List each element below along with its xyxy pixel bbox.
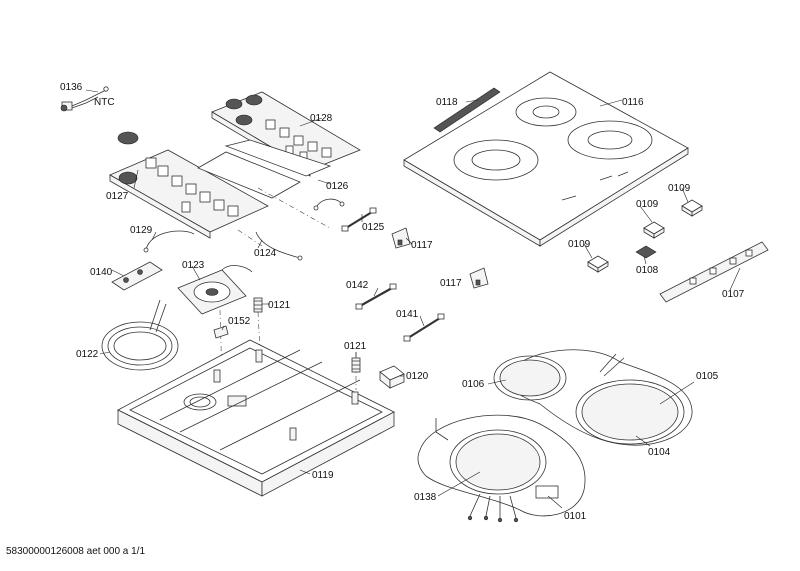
- label-0101: 0101: [564, 511, 587, 522]
- assembly-axis: [237, 229, 263, 247]
- label-0116: 0116: [622, 97, 644, 108]
- cooling-fan: [177, 265, 253, 315]
- pcb-lower: [109, 131, 332, 239]
- label-0108: 0108: [636, 265, 659, 276]
- label-0106: 0106: [462, 379, 485, 390]
- label-0120: 0120: [406, 371, 429, 382]
- control-board-0107: [659, 241, 769, 303]
- label-0128: 0128: [310, 113, 333, 124]
- label-0121-bottom: 0121: [344, 341, 367, 352]
- coil-carrier-0104: [493, 349, 693, 446]
- label-0109-left: 0109: [568, 239, 591, 250]
- label-0126: 0126: [326, 181, 349, 192]
- label-0141: 0141: [396, 309, 419, 320]
- label-0107: 0107: [722, 289, 745, 300]
- wires-mid: [355, 283, 445, 342]
- label-0124: 0124: [254, 248, 277, 259]
- part-0120: [379, 365, 405, 389]
- label-0109-mid: 0109: [636, 199, 659, 210]
- clip-0117: [391, 227, 489, 289]
- label-0117-top: 0117: [411, 240, 433, 251]
- seal-strip: [433, 87, 501, 133]
- label-0127: 0127: [106, 191, 129, 202]
- leader-lines: [85, 89, 741, 509]
- label-0129: 0129: [130, 225, 153, 236]
- label-0138: 0138: [414, 492, 437, 503]
- spring-0121: [253, 297, 361, 373]
- label-0136: 0136: [60, 82, 83, 93]
- label-ntc: NTC: [94, 97, 115, 108]
- bottom-housing: [117, 339, 395, 497]
- label-0119: 0119: [312, 470, 334, 481]
- label-0121-top: 0121: [268, 300, 291, 311]
- control-knobs: [587, 199, 703, 273]
- label-0122: 0122: [76, 349, 99, 360]
- label-0105: 0105: [696, 371, 719, 382]
- label-0123: 0123: [182, 260, 205, 271]
- board-0140: [111, 261, 163, 291]
- label-0140: 0140: [90, 267, 113, 278]
- label-0142: 0142: [346, 280, 369, 291]
- label-0125: 0125: [362, 222, 385, 233]
- label-0117-mid: 0117: [440, 278, 462, 289]
- ntc-sensor: [60, 86, 109, 112]
- coil-carrier-0101: [417, 414, 586, 523]
- label-0109-right: 0109: [668, 183, 691, 194]
- cable-loom-0122: [101, 299, 179, 371]
- assembly-axis: [257, 187, 331, 229]
- clip-0152: [213, 325, 229, 339]
- document-id: 58300000126008 aet 000 a 1/1: [6, 546, 145, 557]
- label-0104: 0104: [648, 447, 671, 458]
- glass-ceramic-top: [403, 71, 689, 247]
- label-0152: 0152: [228, 316, 251, 327]
- cables-top: [143, 198, 377, 261]
- label-0118: 0118: [436, 97, 458, 108]
